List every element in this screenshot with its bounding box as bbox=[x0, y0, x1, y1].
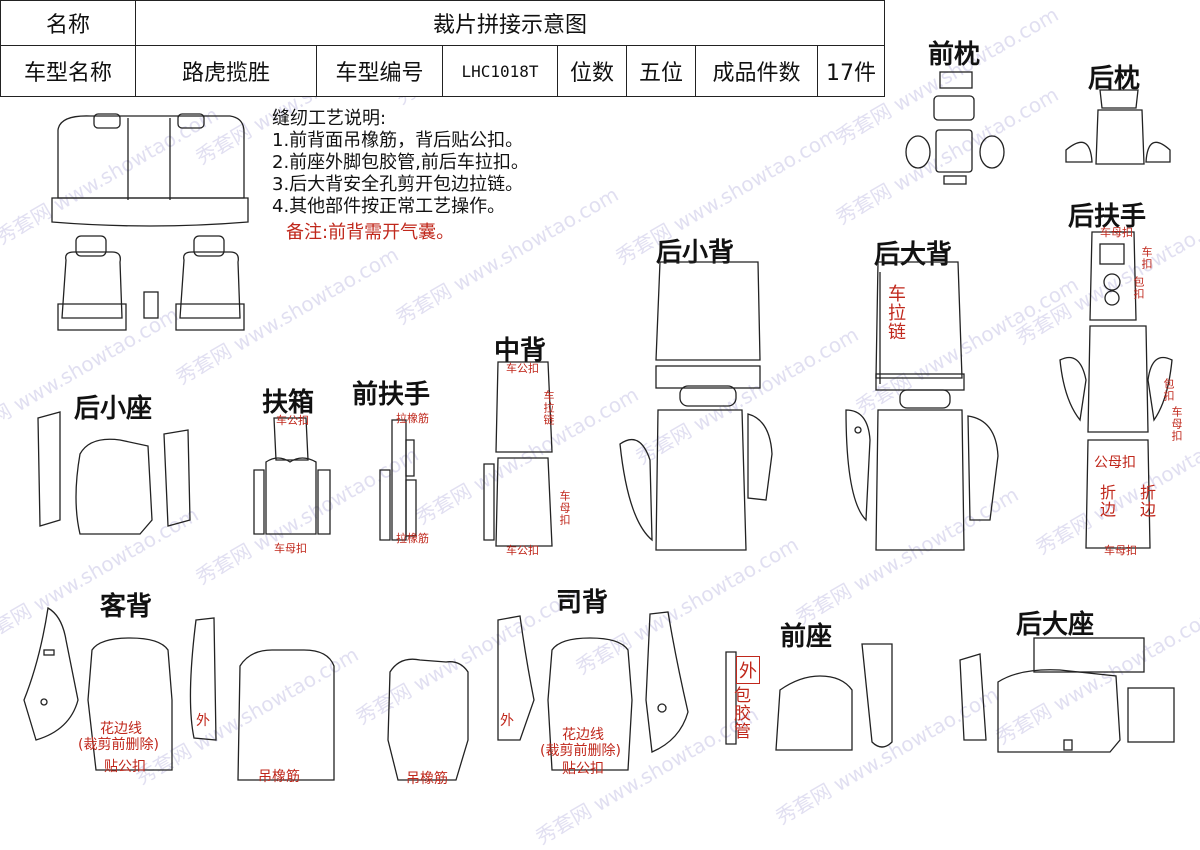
label-middle-female: 车母扣 bbox=[558, 490, 571, 526]
title-front-pillow: 前枕 bbox=[928, 40, 981, 70]
label-driver-outer: 外 bbox=[500, 713, 514, 729]
rear-big-seat-pieces bbox=[959, 637, 1175, 753]
label-driver-hang: 吊橡筋 bbox=[406, 771, 448, 787]
label-armrest-car-buckle: 车母扣 bbox=[1100, 226, 1133, 239]
front-seat-pieces bbox=[725, 643, 893, 751]
label-armrest-female: 车母扣 bbox=[274, 542, 307, 555]
title-middle-back: 中背 bbox=[494, 336, 547, 366]
note-item-2: 2.前座外脚包胶管,前后车拉扣。 bbox=[272, 152, 529, 173]
label-armrest-buckle: 车扣 bbox=[1140, 246, 1153, 270]
middle-back-pieces bbox=[483, 361, 553, 547]
model-name: 路虎揽胜 bbox=[135, 45, 317, 97]
driver-back-pieces bbox=[387, 611, 689, 781]
pattern-pieces bbox=[23, 71, 1175, 781]
title-front-armrest: 前扶手 bbox=[352, 380, 431, 410]
notes-heading: 缝纫工艺说明: bbox=[272, 108, 387, 129]
front-pillow-pieces bbox=[905, 71, 1005, 185]
label-passenger-edge: 花边线 bbox=[100, 721, 142, 737]
title-rear-armrest: 后扶手 bbox=[1068, 202, 1147, 232]
armrest-box-pieces bbox=[253, 417, 331, 535]
label-armrest-female-side: 车母扣 bbox=[1170, 406, 1183, 442]
label-middle-male-top: 车公扣 bbox=[506, 362, 539, 375]
model-name-label: 车型名称 bbox=[0, 45, 136, 97]
label-front-seat-outer: 外 bbox=[736, 656, 760, 684]
label-armrest-male: 车公扣 bbox=[276, 414, 309, 427]
title-rear-small-seat: 后小座 bbox=[74, 394, 153, 424]
seats-label: 位数 bbox=[557, 45, 627, 97]
rear-big-back-pieces bbox=[845, 261, 999, 551]
note-item-3: 3.后大背安全孔剪开包边拉链。 bbox=[272, 174, 524, 195]
note-item-4: 4.其他部件按正常工艺操作。 bbox=[272, 196, 506, 217]
rear-small-back-pieces bbox=[619, 261, 773, 551]
label-elastic-pull-top: 拉橡筋 bbox=[396, 412, 429, 425]
label-passenger-cut: (裁剪前删除) bbox=[78, 737, 159, 753]
rear-pillow-pieces bbox=[1065, 89, 1171, 165]
note-item-1: 1.前背面吊橡筋，背后贴公扣。 bbox=[272, 130, 524, 151]
rear-seat-overview bbox=[51, 113, 249, 227]
title-rear-small-back: 后小背 bbox=[656, 238, 735, 268]
label-male-female: 公母扣 bbox=[1094, 455, 1136, 471]
rear-small-seat-pieces bbox=[37, 411, 191, 535]
note-remark: 备注:前背需开气囊。 bbox=[286, 222, 455, 243]
model-code: LHC1018T bbox=[442, 45, 558, 97]
label-passenger-stick: 贴公扣 bbox=[104, 759, 146, 775]
seats-value: 五位 bbox=[626, 45, 696, 97]
title-passenger-back: 客背 bbox=[100, 592, 153, 622]
title-driver-back: 司背 bbox=[556, 588, 609, 618]
title-armrest-box: 扶箱 bbox=[262, 388, 315, 418]
label-middle-male-bottom: 车公扣 bbox=[506, 544, 539, 557]
label-middle-zip: 车拉链 bbox=[542, 390, 555, 426]
title-front-seat: 前座 bbox=[780, 622, 833, 652]
model-code-label: 车型编号 bbox=[316, 45, 443, 97]
front-seat-overview bbox=[57, 235, 245, 331]
label-fold-right: 折边 bbox=[1137, 484, 1156, 518]
title-rear-big-seat: 后大座 bbox=[1016, 610, 1095, 640]
label-driver-edge: 花边线 bbox=[562, 727, 604, 743]
label-armrest-wrap-side: 包扣 bbox=[1162, 378, 1175, 402]
passenger-back-pieces bbox=[23, 606, 335, 781]
pieces-label: 成品件数 bbox=[695, 45, 818, 97]
label-driver-stick: 贴公扣 bbox=[562, 761, 604, 777]
title-rear-pillow: 后枕 bbox=[1088, 64, 1141, 94]
label-fold-left: 折边 bbox=[1097, 484, 1116, 518]
label-armrest-female-bottom: 车母扣 bbox=[1104, 544, 1137, 557]
label-elastic-pull-bottom: 拉橡筋 bbox=[396, 532, 429, 545]
label-passenger-hang: 吊橡筋 bbox=[258, 769, 300, 785]
name-label: 名称 bbox=[0, 0, 136, 46]
pieces-value: 17件 bbox=[817, 45, 885, 97]
label-passenger-outer: 外 bbox=[196, 713, 210, 729]
label-armrest-wrap: 包扣 bbox=[1132, 276, 1145, 300]
rear-armrest-pieces bbox=[1059, 231, 1173, 549]
label-driver-cut: (裁剪前删除) bbox=[540, 743, 621, 759]
title-rear-big-back: 后大背 bbox=[874, 240, 953, 270]
front-armrest-pieces bbox=[379, 419, 417, 541]
label-zip-vertical: 车拉链 bbox=[885, 284, 906, 341]
label-front-seat-wrap: 包胶管 bbox=[730, 686, 750, 740]
